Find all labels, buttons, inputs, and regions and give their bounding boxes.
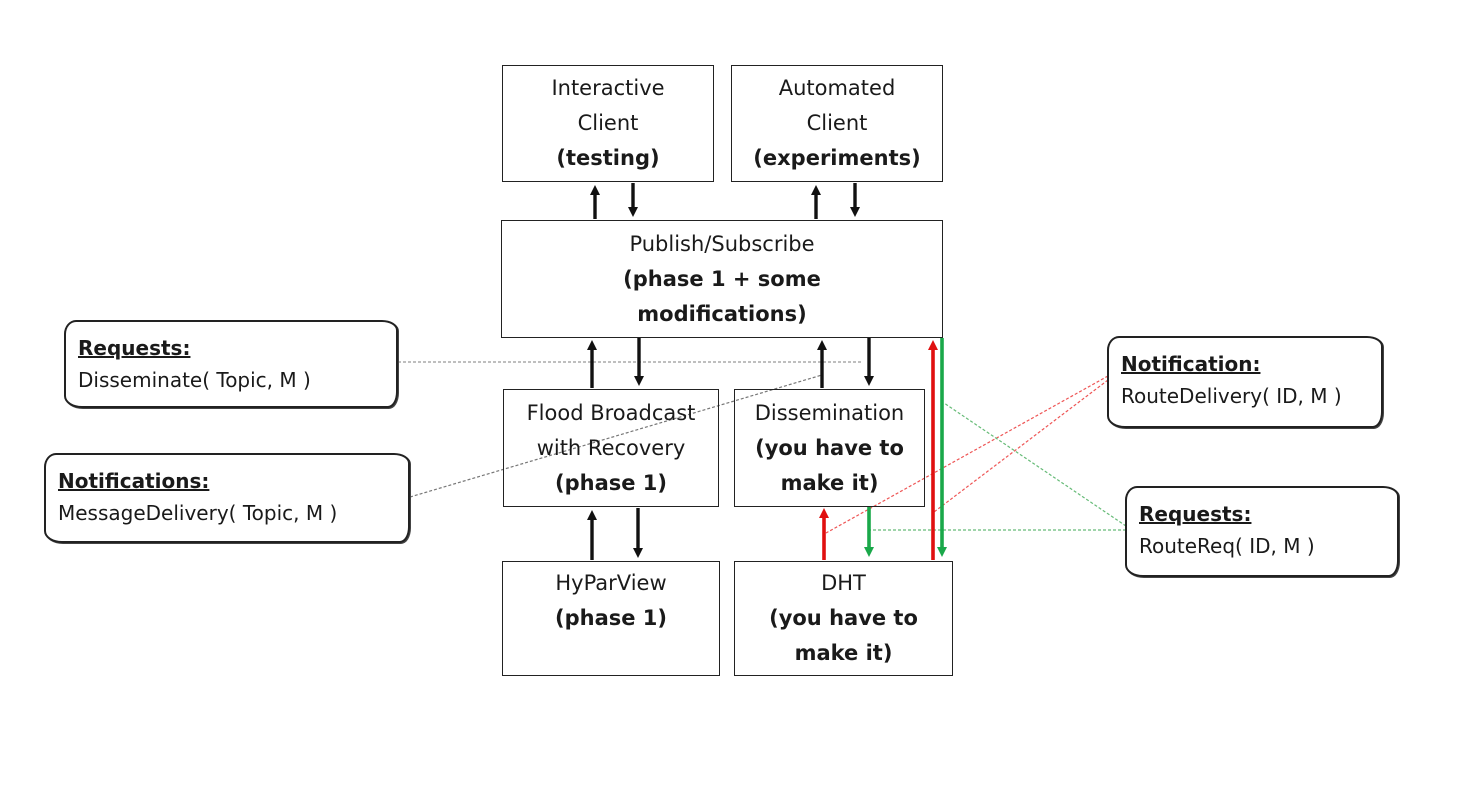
flood-broadcast-line-1: Flood Broadcast bbox=[526, 400, 696, 425]
dht-bold-2: make it) bbox=[794, 641, 893, 665]
automated-client-line-1: Automated bbox=[778, 76, 896, 100]
hyparview-title: HyParView bbox=[555, 571, 667, 595]
requests-left-title: Requests: bbox=[78, 336, 191, 360]
notification-right-text: RouteDelivery( ID, M ) bbox=[1121, 384, 1342, 408]
flood-broadcast-line-2: with Recovery bbox=[536, 435, 686, 460]
flood-broadcast-box: Flood Broadcast with Recovery (phase 1) bbox=[503, 389, 719, 507]
interactive-client-box: Interactive Client (testing) bbox=[502, 65, 714, 182]
notifications-left-title: Notifications: bbox=[58, 469, 210, 493]
publish-subscribe-title: Publish/Subscribe bbox=[629, 231, 815, 256]
automated-client-bold: (experiments) bbox=[753, 146, 921, 170]
dissemination-bold-1: (you have to bbox=[755, 435, 904, 460]
leader-notification-right-a bbox=[825, 375, 1109, 534]
requests-left-note: Requests: Disseminate( Topic, M ) bbox=[64, 320, 398, 408]
dissemination-box: Dissemination (you have to make it) bbox=[734, 389, 925, 507]
publish-subscribe-bold-1: (phase 1 + some bbox=[623, 266, 821, 291]
notifications-left-text: MessageDelivery( Topic, M ) bbox=[58, 501, 338, 525]
dissemination-bold-2: make it) bbox=[780, 470, 879, 495]
publish-subscribe-box: Publish/Subscribe (phase 1 + some modifi… bbox=[501, 220, 943, 338]
interactive-client-line-2: Client bbox=[577, 111, 639, 135]
dht-bold-1: (you have to bbox=[769, 606, 918, 630]
notification-right-title: Notification: bbox=[1121, 352, 1261, 376]
leader-notifications-left bbox=[409, 374, 823, 498]
requests-left-text: Disseminate( Topic, M ) bbox=[78, 368, 311, 392]
dht-title: DHT bbox=[821, 571, 866, 595]
hyparview-bold: (phase 1) bbox=[554, 606, 667, 630]
notifications-left-note: Notifications: MessageDelivery( Topic, M… bbox=[44, 453, 410, 543]
flood-broadcast-bold: (phase 1) bbox=[554, 470, 667, 495]
leader-requests-right-b bbox=[943, 402, 1127, 527]
requests-right-title: Requests: bbox=[1139, 502, 1252, 526]
publish-subscribe-bold-2: modifications) bbox=[637, 301, 807, 326]
automated-client-line-2: Client bbox=[806, 111, 868, 135]
dissemination-title: Dissemination bbox=[754, 400, 905, 425]
automated-client-box: Automated Client (experiments) bbox=[731, 65, 943, 182]
requests-right-note: Requests: RouteReq( ID, M ) bbox=[1125, 486, 1399, 577]
notification-right-note: Notification: RouteDelivery( ID, M ) bbox=[1107, 336, 1383, 428]
interactive-client-bold: (testing) bbox=[556, 146, 660, 170]
leader-notification-right-b bbox=[933, 379, 1109, 513]
hyparview-box: HyParView (phase 1) bbox=[502, 561, 720, 676]
dht-box: DHT (you have to make it) bbox=[734, 561, 953, 676]
interactive-client-line-1: Interactive bbox=[551, 76, 665, 100]
requests-right-text: RouteReq( ID, M ) bbox=[1139, 534, 1315, 558]
